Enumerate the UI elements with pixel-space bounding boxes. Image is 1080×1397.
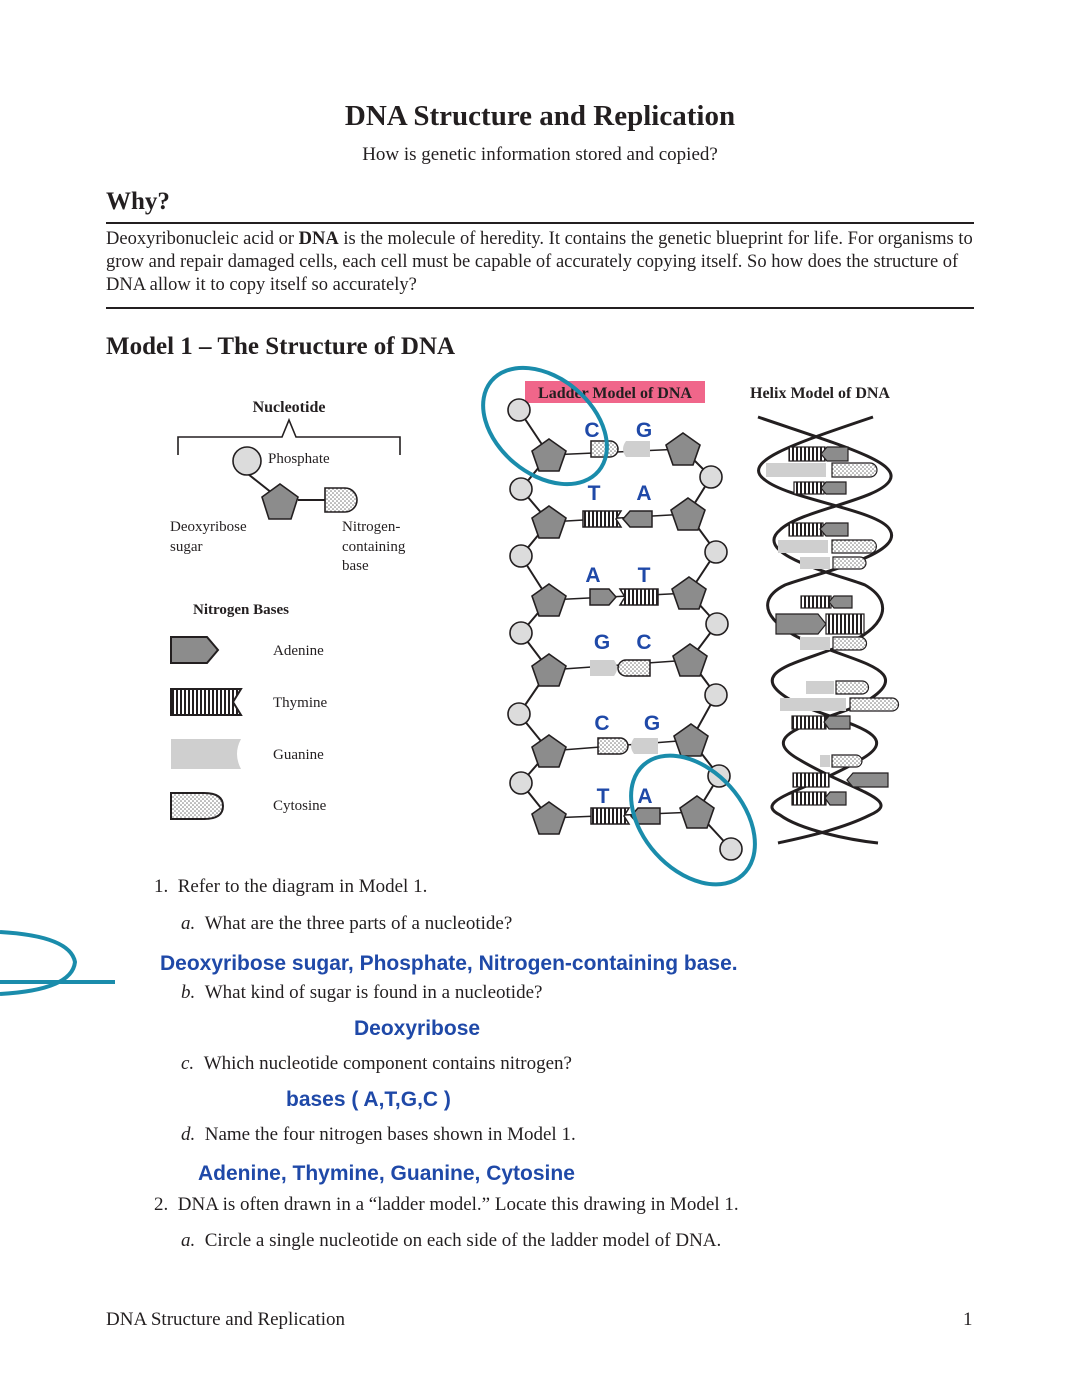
why-heading: Why? bbox=[106, 188, 170, 215]
student-circle-right-nucleotide bbox=[629, 753, 757, 887]
page-subtitle: How is genetic information stored and co… bbox=[362, 144, 718, 165]
why-paragraph: Deoxyribonucleic acid or DNA is the mole… bbox=[106, 228, 974, 297]
phosphate-shape bbox=[232, 446, 262, 476]
ladder-label-5-left: C bbox=[594, 712, 609, 735]
question-1d: d. Name the four nitrogen bases shown in… bbox=[181, 1124, 576, 1146]
question-1-text: Refer to the diagram in Model 1. bbox=[177, 876, 428, 897]
sugar-label-1: Deoxyribose bbox=[170, 519, 247, 535]
cytosine-icon bbox=[170, 792, 225, 820]
why-bottom-rule bbox=[106, 307, 974, 309]
answer-1b: Deoxyribose bbox=[354, 1017, 481, 1040]
footer-title: DNA Structure and Replication bbox=[106, 1309, 346, 1330]
legend-thymine: Thymine bbox=[273, 695, 327, 711]
legend-cytosine: Cytosine bbox=[273, 798, 327, 814]
question-1: 1. Refer to the diagram in Model 1. bbox=[154, 876, 427, 898]
question-2a-letter: a. bbox=[181, 1230, 196, 1251]
ladder-rungs bbox=[548, 440, 698, 825]
model-heading: Model 1 – The Structure of DNA bbox=[106, 333, 456, 360]
phosphate-label: Phosphate bbox=[268, 451, 330, 467]
why-text-dna: DNA bbox=[298, 229, 339, 249]
base-label-2: containing bbox=[342, 539, 406, 555]
question-1a-text: What are the three parts of a nucleotide… bbox=[204, 913, 513, 934]
question-1d-text: Name the four nitrogen bases shown in Mo… bbox=[204, 1124, 576, 1145]
student-circle-left-nucleotide bbox=[481, 365, 609, 487]
thymine-icon bbox=[170, 688, 243, 716]
ladder-label-4-right: C bbox=[636, 631, 651, 654]
answer-1d: Adenine, Thymine, Guanine, Cytosine bbox=[198, 1162, 575, 1185]
ladder-label-2-right: A bbox=[636, 482, 651, 505]
guanine-icon bbox=[171, 739, 241, 769]
question-1a-letter: a. bbox=[181, 913, 196, 934]
sugar-label-2: sugar bbox=[170, 539, 203, 555]
bases-title: Nitrogen Bases bbox=[193, 602, 289, 618]
helix-title: Helix Model of DNA bbox=[750, 385, 890, 402]
ladder-title: Ladder Model of DNA bbox=[538, 385, 692, 402]
student-margin-scribble bbox=[0, 930, 115, 996]
ladder-sugars bbox=[531, 432, 715, 835]
adenine-icon bbox=[170, 636, 220, 664]
nucleotide-title: Nucleotide bbox=[253, 399, 326, 416]
question-1a: a. What are the three parts of a nucleot… bbox=[181, 913, 512, 935]
question-1c: c. Which nucleotide component contains n… bbox=[181, 1053, 572, 1075]
question-2-number: 2. bbox=[154, 1194, 169, 1215]
question-1c-letter: c. bbox=[181, 1053, 195, 1074]
base-label-1: Nitrogen- bbox=[342, 519, 400, 535]
question-1b-text: What kind of sugar is found in a nucleot… bbox=[204, 982, 543, 1003]
question-1b: b. What kind of sugar is found in a nucl… bbox=[181, 982, 542, 1004]
answer-1c: bases ( A,T,G,C ) bbox=[286, 1088, 451, 1111]
sugar-shape bbox=[261, 483, 299, 520]
question-1-number: 1. bbox=[154, 876, 169, 897]
ladder-label-1-left: C bbox=[584, 419, 599, 442]
question-1d-letter: d. bbox=[181, 1124, 196, 1145]
ladder-label-3-right: T bbox=[638, 564, 651, 587]
legend-adenine: Adenine bbox=[273, 643, 324, 659]
why-text-1: Deoxyribonucleic acid or bbox=[106, 229, 299, 249]
ladder-label-3-left: A bbox=[585, 564, 600, 587]
helix-model bbox=[757, 415, 900, 845]
answer-1a: Deoxyribose sugar, Phosphate, Nitrogen-c… bbox=[160, 952, 738, 975]
legend-guanine: Guanine bbox=[273, 747, 324, 763]
ladder-label-4-left: G bbox=[594, 631, 610, 654]
why-text-2: is the molecule of heredity. It contains… bbox=[106, 229, 973, 295]
page-number: 1 bbox=[963, 1309, 973, 1330]
question-1c-text: Which nucleotide component contains nitr… bbox=[203, 1053, 572, 1074]
question-2: 2. DNA is often drawn in a “ladder model… bbox=[154, 1194, 739, 1216]
ladder-phosphates bbox=[507, 398, 743, 861]
nucleotide-brace bbox=[177, 417, 401, 455]
ladder-label-6-left: T bbox=[597, 785, 610, 808]
why-top-rule bbox=[106, 222, 974, 224]
ladder-label-2-left: T bbox=[588, 482, 601, 505]
base-label-3: base bbox=[342, 558, 369, 574]
base-shape bbox=[324, 487, 358, 513]
question-1b-letter: b. bbox=[181, 982, 196, 1003]
model-diagram: Nucleotide Phosphate Deoxyribose sugar N… bbox=[0, 365, 900, 996]
page-title: DNA Structure and Replication bbox=[344, 100, 736, 132]
question-2a-text: Circle a single nucleotide on each side … bbox=[204, 1230, 722, 1251]
ladder-label-1-right: G bbox=[636, 419, 652, 442]
question-2a: a. Circle a single nucleotide on each si… bbox=[181, 1230, 721, 1252]
ladder-label-6-right: A bbox=[637, 785, 652, 808]
question-2-text: DNA is often drawn in a “ladder model.” … bbox=[177, 1194, 739, 1215]
ladder-label-5-right: G bbox=[644, 712, 660, 735]
